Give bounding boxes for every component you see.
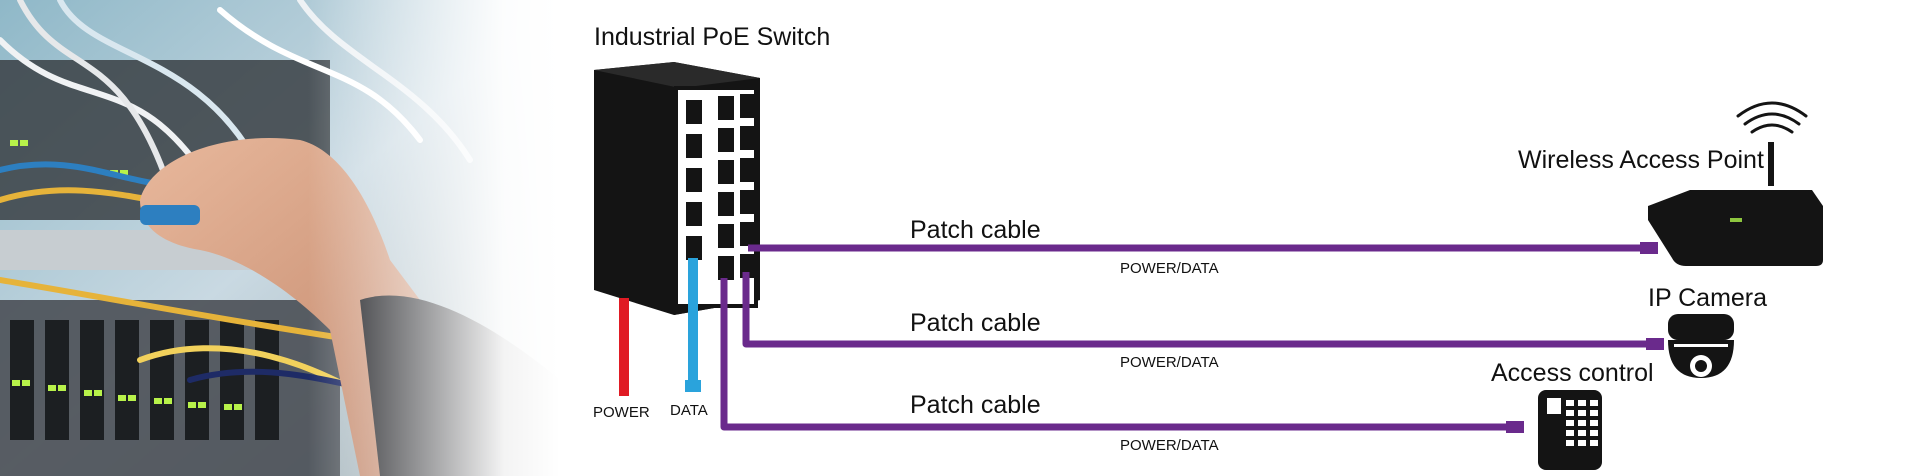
power-label: POWER (593, 404, 650, 421)
technician-network-rack-photo (0, 0, 560, 476)
ip-camera-label: IP Camera (1648, 284, 1767, 312)
keypad-icon (1538, 390, 1602, 470)
data-label: DATA (670, 402, 708, 419)
dome-camera-icon (1668, 314, 1734, 378)
patch-cable-1-sublabel: POWER/DATA (1120, 260, 1219, 277)
wireless-access-point-icon (1648, 101, 1823, 266)
patch-cable-3-label: Patch cable (910, 391, 1041, 419)
patch-cable-3 (720, 278, 1512, 431)
industrial-poe-switch-icon (594, 62, 760, 315)
data-cable (688, 258, 698, 384)
power-cable (619, 298, 629, 396)
patch-cable-3-sublabel: POWER/DATA (1120, 437, 1219, 454)
patch-cable-2-label: Patch cable (910, 309, 1041, 337)
data-connector (685, 380, 701, 392)
access-control-label: Access control (1491, 359, 1654, 387)
switch-title: Industrial PoE Switch (594, 23, 830, 51)
patch-cable-2 (742, 272, 1652, 348)
patch-cable-1-label: Patch cable (910, 216, 1041, 244)
patch-cable-2-sublabel: POWER/DATA (1120, 354, 1219, 371)
wireless-access-point-label: Wireless Access Point (1518, 146, 1764, 174)
